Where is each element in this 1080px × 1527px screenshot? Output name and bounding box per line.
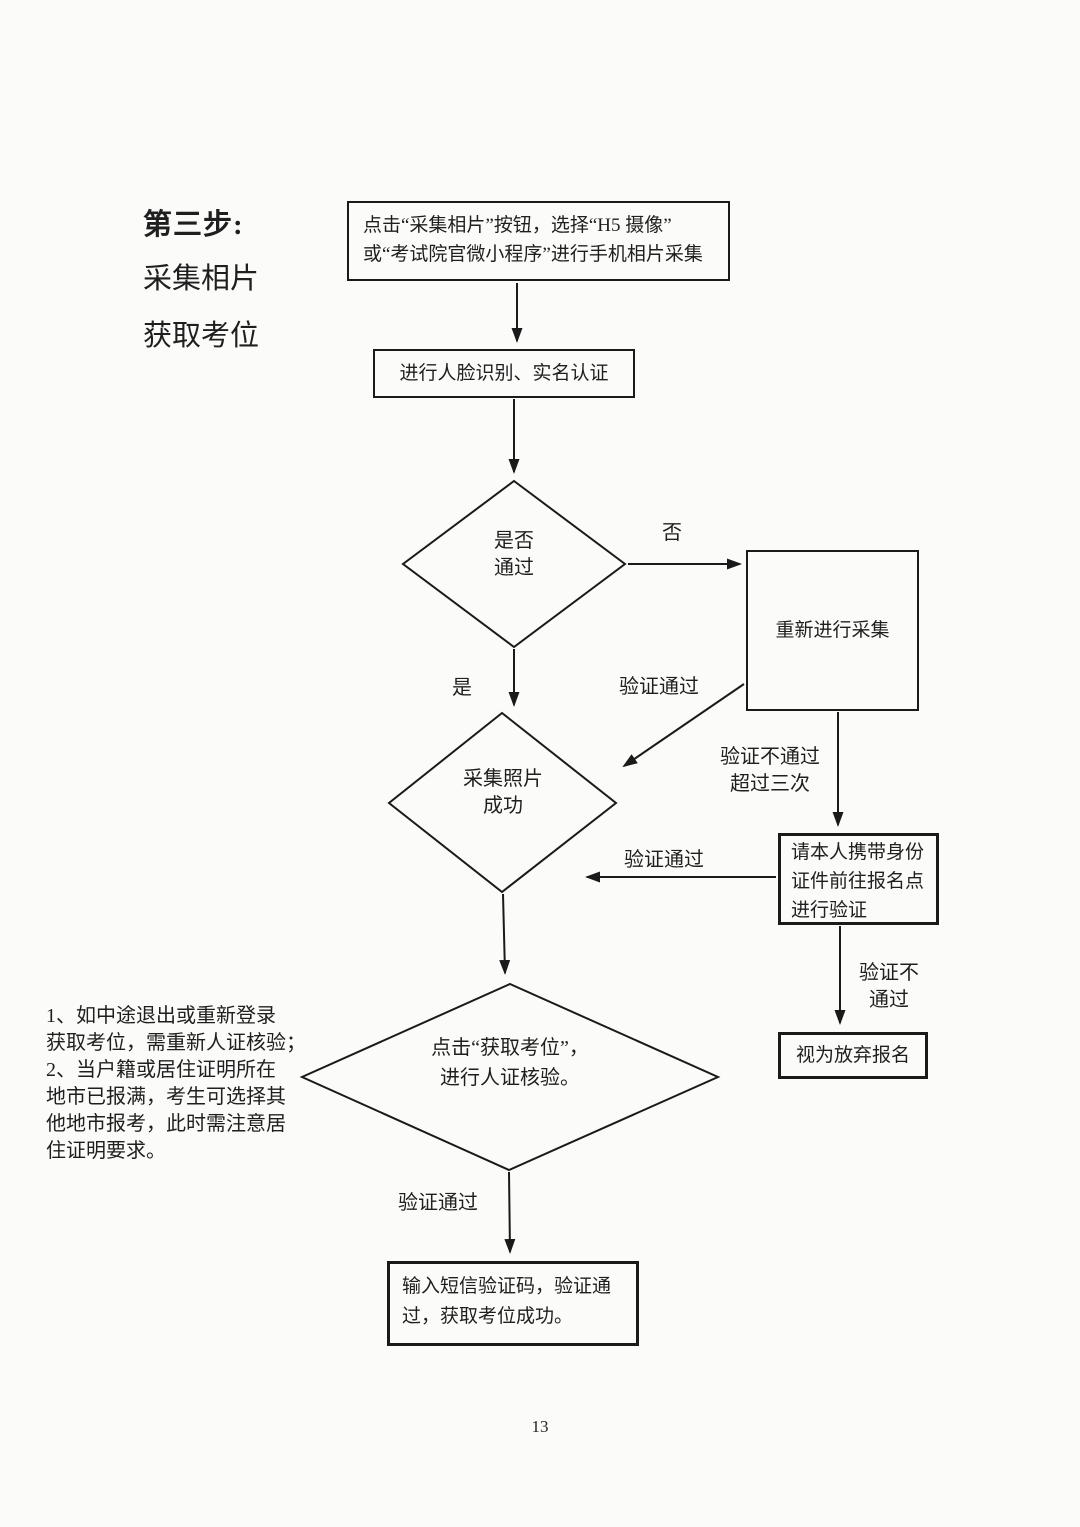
note-line: 地市已报满，考生可选择其: [46, 1086, 286, 1108]
note-line: 1、如中途退出或重新登录: [46, 1005, 276, 1027]
node-abandon-label: 视为放弃报名: [795, 1045, 910, 1066]
node-collect-photo-line2: 或“考试院官微小程序”进行手机相片采集: [363, 244, 703, 265]
edge-label-verify-pass-1: 验证通过: [619, 676, 699, 698]
decision-collect-success-shape: [387, 711, 618, 894]
decision-collect-success-label: 采集照片 成功: [423, 766, 583, 820]
node-collect-photo-line1: 点击“采集相片”按钮，选择“H5 摄像”: [363, 215, 672, 236]
node-sms-verify-line1: 输入短信验证码，验证通: [402, 1276, 612, 1297]
node-sms-verify-line2: 过，获取考位成功。: [402, 1306, 574, 1327]
decision-get-seat-shape: [299, 982, 721, 1172]
decision-get-seat-line2: 进行人证核验。: [440, 1067, 580, 1089]
edge-label-yes: 是: [452, 677, 472, 699]
step-subtitle-2: 获取考位: [143, 320, 260, 352]
edge-label-no: 否: [662, 522, 682, 544]
node-abandon: 视为放弃报名: [778, 1032, 928, 1079]
note-line: 住证明要求。: [46, 1140, 166, 1162]
edge-getseat-to-sms: [504, 1171, 516, 1254]
note-line: 获取考位，需重新人证核验；: [46, 1032, 306, 1054]
node-recollect-label: 重新进行采集: [775, 620, 890, 641]
node-recollect: 重新进行采集: [746, 550, 919, 711]
note-line: 2、当户籍或居住证明所在: [46, 1059, 276, 1081]
edge-label-verify-fail-line2: 通过: [869, 989, 909, 1011]
decision-pass-check-line2: 通过: [494, 557, 534, 579]
edge-label-verify-pass-3: 验证通过: [398, 1192, 478, 1214]
edge-label-verify-pass-2: 验证通过: [624, 849, 704, 871]
node-onsite-verify: 请本人携带身份 证件前往报名点 进行验证: [778, 833, 939, 925]
decision-collect-success-line1: 采集照片: [463, 768, 543, 790]
edge-label-verify-fail-line1: 验证不: [859, 962, 919, 984]
decision-get-seat-label: 点击“获取考位”， 进行人证核验。: [390, 1033, 630, 1093]
step-title: 第三步:: [143, 209, 244, 241]
node-sms-verify: 输入短信验证码，验证通 过，获取考位成功。: [387, 1261, 639, 1346]
edge-label-verify-fail-thrice: 验证不通过 超过三次: [714, 744, 826, 798]
node-onsite-verify-line3: 进行验证: [791, 900, 868, 921]
edge-label-verify-fail-thrice-line1: 验证不通过: [720, 746, 820, 768]
notes-block: 1、如中途退出或重新登录 获取考位，需重新人证核验； 2、当户籍或居住证明所在 …: [46, 1003, 308, 1165]
decision-pass-check-shape: [401, 479, 627, 649]
edge-label-verify-fail-thrice-line2: 超过三次: [730, 773, 810, 795]
edge-label-verify-fail: 验证不 通过: [845, 960, 933, 1014]
node-collect-photo: 点击“采集相片”按钮，选择“H5 摄像” 或“考试院官微小程序”进行手机相片采集: [347, 201, 730, 281]
decision-pass-check-label: 是否 通过: [444, 528, 584, 582]
node-onsite-verify-line2: 证件前往报名点: [791, 871, 925, 892]
node-onsite-verify-line1: 请本人携带身份: [791, 842, 925, 863]
note-line: 他地市报考，此时需注意居: [46, 1113, 286, 1135]
step-subtitle-1: 采集相片: [143, 263, 260, 295]
node-face-auth: 进行人脸识别、实名认证: [373, 349, 635, 398]
node-face-auth-label: 进行人脸识别、实名认证: [399, 363, 609, 384]
page-number: 13: [531, 1417, 549, 1436]
edge-recollect-to-success: [622, 683, 745, 768]
decision-collect-success-line2: 成功: [483, 795, 523, 817]
decision-get-seat-line1: 点击“获取考位”，: [431, 1037, 589, 1059]
decision-pass-check-line1: 是否: [494, 530, 534, 552]
edge-success-to-getseat: [499, 893, 511, 975]
